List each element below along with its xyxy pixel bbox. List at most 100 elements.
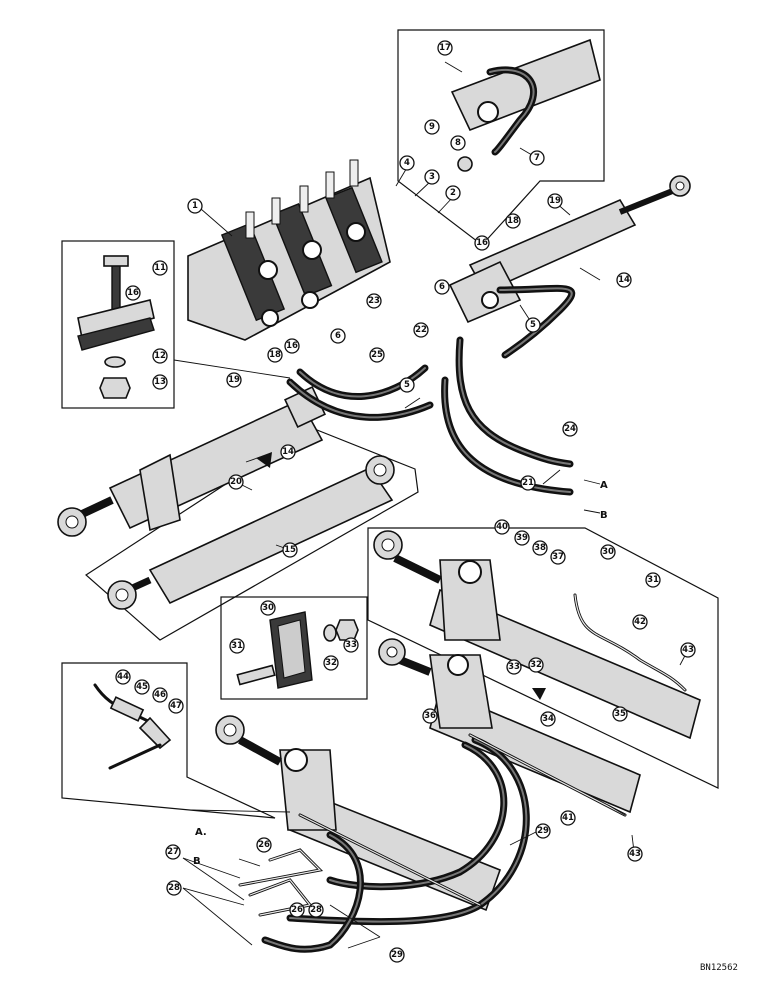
callout-36: 36 xyxy=(422,708,438,724)
svg-text:6: 6 xyxy=(439,282,445,292)
callout-27: 27 xyxy=(165,844,181,860)
svg-text:19: 19 xyxy=(228,375,240,385)
svg-text:6: 6 xyxy=(335,331,341,341)
callout-2: 2 xyxy=(445,185,461,201)
callout-4: 4 xyxy=(399,155,415,171)
callout-7: 7 xyxy=(529,150,545,166)
svg-text:26: 26 xyxy=(291,905,303,915)
svg-text:26: 26 xyxy=(258,840,270,850)
svg-text:43: 43 xyxy=(629,849,641,859)
callout-1: 1 xyxy=(187,198,203,214)
port-letter-a-upper: A xyxy=(600,480,608,491)
port-letter-a-lower: A. xyxy=(195,827,207,838)
callout-31a: 31 xyxy=(645,572,661,588)
callout-30b: 30 xyxy=(260,600,276,616)
inset-cylinder-end xyxy=(450,38,601,172)
callout-29a: 29 xyxy=(535,823,551,839)
tubes xyxy=(238,593,687,917)
callout-12: 12 xyxy=(152,348,168,364)
svg-text:23: 23 xyxy=(368,296,380,306)
svg-text:7: 7 xyxy=(534,153,540,163)
callout-47: 47 xyxy=(168,698,184,714)
svg-text:22: 22 xyxy=(415,325,427,335)
callout-14b: 14 xyxy=(280,444,296,460)
svg-text:43: 43 xyxy=(682,645,694,655)
svg-text:15: 15 xyxy=(284,545,296,555)
callout-24: 24 xyxy=(562,421,578,437)
svg-text:20: 20 xyxy=(230,477,242,487)
callout-33a: 33 xyxy=(506,659,522,675)
svg-text:32: 32 xyxy=(530,660,542,670)
svg-text:1: 1 xyxy=(192,201,198,211)
callout-38: 38 xyxy=(532,540,548,556)
svg-text:27: 27 xyxy=(167,847,179,857)
callout-19a: 19 xyxy=(547,193,563,209)
callout-28a: 28 xyxy=(166,880,182,896)
svg-text:17: 17 xyxy=(439,43,451,53)
callout-43b: 43 xyxy=(627,846,643,862)
svg-text:16: 16 xyxy=(127,288,139,298)
svg-text:29: 29 xyxy=(537,826,549,836)
callout-22: 22 xyxy=(413,322,429,338)
callout-16c: 16 xyxy=(284,338,300,354)
callout-32b: 32 xyxy=(323,655,339,671)
callout-6b: 6 xyxy=(330,328,346,344)
leader-lines xyxy=(173,61,689,949)
callout-20: 20 xyxy=(228,474,244,490)
inset-fitting-panel xyxy=(61,662,276,819)
callout-39: 39 xyxy=(514,530,530,546)
callout-5b: 5 xyxy=(399,377,415,393)
callout-26b: 26 xyxy=(289,902,305,918)
callout-18b: 18 xyxy=(267,347,283,363)
svg-text:34: 34 xyxy=(542,714,554,724)
callout-40: 40 xyxy=(494,519,510,535)
svg-text:4: 4 xyxy=(404,158,410,168)
svg-text:33: 33 xyxy=(345,640,357,650)
callout-19b: 19 xyxy=(226,372,242,388)
svg-text:38: 38 xyxy=(534,543,546,553)
svg-text:36: 36 xyxy=(424,711,436,721)
callout-43a: 43 xyxy=(680,642,696,658)
catalog-number: BN12562 xyxy=(700,963,738,973)
svg-text:32: 32 xyxy=(325,658,337,668)
svg-text:14: 14 xyxy=(618,275,630,285)
inset-mount-hardware-panel xyxy=(61,240,175,409)
svg-text:21: 21 xyxy=(522,478,534,488)
callout-17: 17 xyxy=(437,40,453,56)
port-letter-b-upper: B xyxy=(600,510,608,521)
svg-text:28: 28 xyxy=(168,883,180,893)
callout-26a: 26 xyxy=(256,837,272,853)
svg-text:40: 40 xyxy=(496,522,508,532)
svg-text:31: 31 xyxy=(647,575,659,585)
svg-text:45: 45 xyxy=(136,682,148,692)
svg-text:5: 5 xyxy=(404,380,410,390)
callout-41: 41 xyxy=(560,810,576,826)
svg-text:39: 39 xyxy=(516,533,528,543)
svg-text:8: 8 xyxy=(455,138,461,148)
svg-text:14: 14 xyxy=(282,447,294,457)
svg-text:31: 31 xyxy=(231,641,243,651)
callout-21: 21 xyxy=(520,475,536,491)
callout-25: 25 xyxy=(369,347,385,363)
mount-hardware xyxy=(77,255,155,399)
callout-8: 8 xyxy=(450,135,466,151)
svg-text:41: 41 xyxy=(562,813,574,823)
svg-text:18: 18 xyxy=(269,350,281,360)
svg-text:44: 44 xyxy=(117,672,129,682)
svg-text:12: 12 xyxy=(154,351,166,361)
inset-clamp-panel xyxy=(220,596,368,700)
svg-text:3: 3 xyxy=(429,172,435,182)
svg-text:37: 37 xyxy=(552,552,564,562)
svg-text:30: 30 xyxy=(262,603,274,613)
callout-33b: 33 xyxy=(343,637,359,653)
callout-11: 11 xyxy=(152,260,168,276)
svg-text:18: 18 xyxy=(507,216,519,226)
callout-37: 37 xyxy=(550,549,566,565)
callout-28b: 28 xyxy=(308,902,324,918)
inset-cylinder-right-panel xyxy=(367,527,719,789)
control-valve xyxy=(187,159,391,341)
callout-46: 46 xyxy=(152,687,168,703)
svg-text:46: 46 xyxy=(154,690,166,700)
